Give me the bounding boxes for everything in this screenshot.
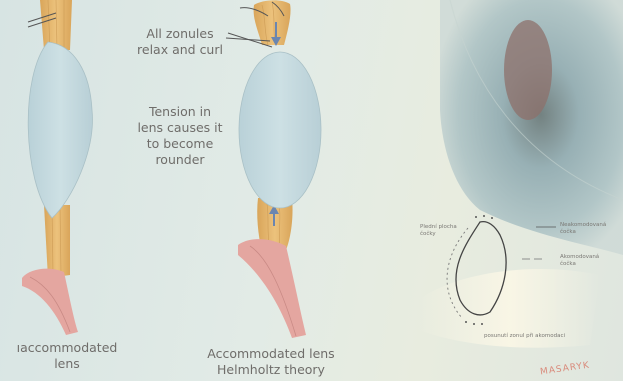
eye-photo bbox=[440, 0, 623, 255]
accommodated-caption-line2: Helmholtz theory bbox=[196, 362, 346, 378]
zonule-shift-label: posunutí zonul při akomodaci bbox=[484, 333, 565, 340]
flat-surface-label: Plední plocha čočky bbox=[420, 224, 457, 238]
legend-accommodated-line2: čočka bbox=[560, 261, 599, 268]
zonules-note: All zonules relax and curl bbox=[120, 26, 240, 58]
tension-note-line1: Tension in bbox=[122, 104, 238, 120]
zonules-note-line2: relax and curl bbox=[120, 42, 240, 58]
tension-note: Tension in lens causes it to become roun… bbox=[122, 104, 238, 168]
legend-unaccommodated-line1: Neakomodovaná bbox=[560, 222, 606, 229]
tension-note-line3: to become bbox=[122, 136, 238, 152]
flat-surface-label-line2: čočky bbox=[420, 231, 457, 238]
zonules-note-line1: All zonules bbox=[120, 26, 240, 42]
tension-note-line4: rounder bbox=[122, 152, 238, 168]
accommodated-caption: Accommodated lens Helmholtz theory bbox=[196, 346, 346, 378]
legend-unaccommodated: Neakomodovaná čočka bbox=[560, 222, 606, 236]
legend-unaccommodated-line2: čočka bbox=[560, 229, 606, 236]
legend-accommodated: Akomodovaná čočka bbox=[560, 254, 599, 268]
unaccommodated-caption: ıaccommodated lens bbox=[12, 340, 122, 372]
flat-surface-label-line1: Plední plocha bbox=[420, 224, 457, 231]
tension-note-line2: lens causes it bbox=[122, 120, 238, 136]
accommodated-caption-line1: Accommodated lens bbox=[196, 346, 346, 362]
unaccommodated-caption-line1: ıaccommodated bbox=[12, 340, 122, 356]
unaccommodated-caption-line2: lens bbox=[12, 356, 122, 372]
unaccommodated-lens-diagram bbox=[22, 0, 92, 335]
legend-accommodated-line1: Akomodovaná bbox=[560, 254, 599, 261]
accommodated-lens-diagram bbox=[226, 0, 321, 338]
